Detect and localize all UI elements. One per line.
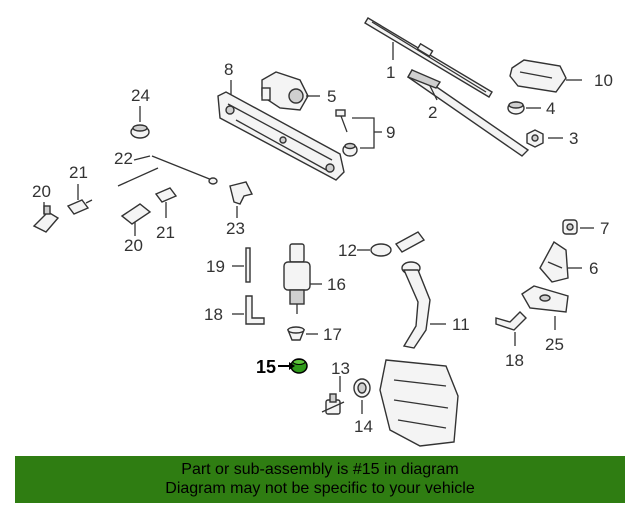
part-8-wiper-linkage[interactable] [217,91,345,181]
callout-24: 24 [131,86,150,105]
callout-5: 5 [327,87,336,106]
callout-10: 10 [594,71,613,90]
part-14-grommet[interactable] [353,378,371,398]
callout-23: 23 [226,219,245,238]
part-3-nut[interactable] [526,129,544,148]
part-24-grommet[interactable] [130,124,150,139]
callout-9: 9 [386,123,395,142]
callout-12: 12 [338,241,357,260]
banner-line-1: Part or sub-assembly is #15 in diagram [181,461,459,478]
info-banner: Part or sub-assembly is #15 in diagram D… [15,456,625,503]
part-2-wiper-arm[interactable] [406,68,530,157]
callout-8: 8 [224,60,233,79]
part-20-nozzle-left[interactable] [32,205,60,233]
part-12-filler-seal[interactable] [370,231,426,257]
callout-2: 2 [428,103,437,122]
callout-13: 13 [331,359,350,378]
part-18-elbow-left[interactable] [245,295,265,325]
part-10-cover[interactable] [509,59,567,93]
part-16-washer-pump[interactable] [283,243,311,314]
part-5-wiper-motor[interactable] [261,71,309,111]
callout-15: 15 [256,357,276,377]
callout-4: 4 [546,99,555,118]
callout-19: 19 [206,257,225,276]
part-19-hose[interactable] [245,247,251,283]
callout-1: 1 [386,63,395,82]
callout-16: 16 [327,275,346,294]
callout-18a: 18 [204,305,223,324]
parts-diagram: 1 2 3 4 10 8 5 [32,17,613,447]
callout-6: 6 [589,259,598,278]
banner-line-2: Diagram may not be specific to your vehi… [165,480,475,497]
callout-18b: 18 [505,351,524,370]
part-18-elbow-right[interactable] [495,311,527,331]
part-1-wiper-blade[interactable] [364,17,493,98]
part-11-washer-reservoir[interactable] [379,261,459,447]
part-25-mount-bracket[interactable] [521,285,569,313]
part-4-cap[interactable] [507,101,525,115]
callout-21a: 21 [69,163,88,182]
callout-20a: 20 [32,182,51,201]
callout-22: 22 [114,149,133,168]
part-9-bolt-grommet[interactable] [335,109,358,157]
callout-3: 3 [569,129,578,148]
callout-17: 17 [323,325,342,344]
part-21-connector-center[interactable] [154,187,178,203]
part-13-level-sensor[interactable] [321,393,345,415]
part-21-connector-left[interactable] [66,199,93,215]
part-6-bracket[interactable] [539,240,569,283]
part-7-bushing[interactable] [562,219,578,235]
part-22-washer-hose[interactable] [117,155,218,187]
callout-14: 14 [354,417,373,436]
callout-7: 7 [600,219,609,238]
part-23-t-connector[interactable] [229,181,254,205]
part-20-nozzle-center[interactable] [120,203,152,225]
callout-11: 11 [452,315,470,334]
callout-20b: 20 [124,236,143,255]
callout-21b: 21 [156,223,175,242]
callout-25: 25 [545,335,564,354]
part-17-pump-grommet[interactable] [286,326,306,341]
